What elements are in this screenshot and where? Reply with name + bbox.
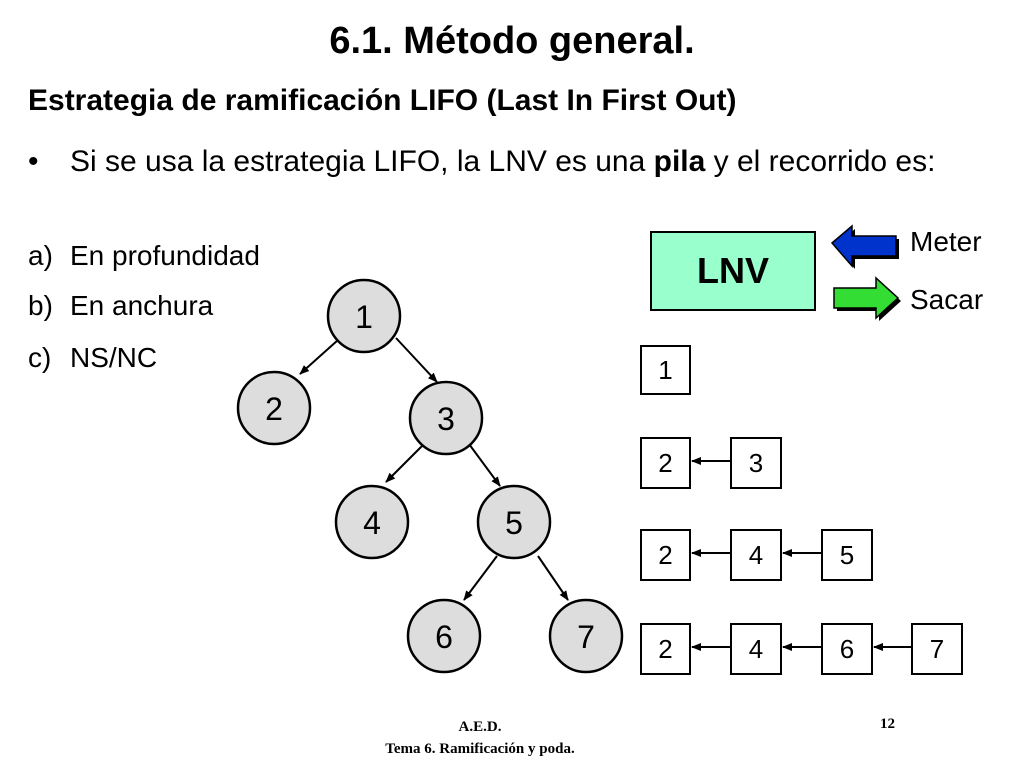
stack-cell: [640, 437, 691, 489]
tree-node-label: 2: [265, 391, 283, 427]
stack-cell: [821, 623, 873, 675]
stack-cell-label: 2: [658, 634, 672, 664]
stack-cell-label: 5: [840, 540, 854, 570]
stack-cell: [821, 529, 873, 581]
option-marker: b): [28, 290, 53, 321]
stack-state-row: 2 4 6 7: [640, 623, 963, 675]
footer-course: A.E.D.: [458, 719, 502, 735]
tree-node-label: 6: [435, 619, 453, 655]
bullet-text-end: y el recorrido es:: [705, 145, 936, 178]
bullet-text-start: Si se usa la estrategia LIFO, la LNV es …: [70, 145, 654, 178]
stack-cell: [911, 623, 963, 675]
bullet-marker: •: [28, 145, 39, 178]
tree-edge: [299, 339, 339, 375]
option-marker: c): [28, 342, 52, 373]
stack-cell: [730, 437, 782, 489]
stack-cell-label: 7: [930, 634, 944, 664]
stack-cell-label: 1: [658, 355, 672, 385]
tree-node-label: 3: [437, 401, 455, 437]
tree-edge: [395, 337, 438, 383]
stack-cell-label: 4: [749, 540, 763, 570]
stack-cell-label: 3: [749, 448, 763, 478]
tree-node-2: 2: [236, 370, 312, 446]
footer: A.E.D. Tema 6. Ramificación y poda.: [300, 716, 660, 760]
tree-node-5: 5: [476, 484, 552, 560]
stack-state-row: 1: [640, 345, 691, 395]
tree-node-4: 4: [334, 484, 410, 560]
tree-node-3: 3: [408, 380, 484, 456]
tree-node-1: 1: [326, 278, 402, 354]
footer-topic: Tema 6. Ramificación y poda.: [385, 741, 575, 757]
stack-states: 1 2 3 2 4 5 2 4 6: [640, 345, 963, 675]
option-marker: a): [28, 240, 53, 271]
stack-cell: [730, 529, 782, 581]
stack-cell-label: 6: [840, 634, 854, 664]
option-label: En profundidad: [70, 240, 260, 271]
option-label: NS/NC: [70, 342, 158, 373]
tree-node-label: 1: [355, 299, 373, 335]
stack-cell: [640, 623, 691, 675]
stack-cell-label: 2: [658, 448, 672, 478]
tree-edge: [468, 443, 501, 487]
tree-node-label: 7: [577, 619, 595, 655]
stack-state-row: 2 4 5: [640, 529, 873, 581]
tree-node-6: 6: [406, 598, 482, 674]
stack-cell: [640, 345, 691, 395]
stack-cell-label: 4: [749, 634, 763, 664]
page-number: 12: [880, 716, 895, 732]
stack-state-row: 2 3: [640, 437, 782, 489]
lnv-label: LNV: [697, 250, 769, 291]
stack-cell-label: 2: [658, 540, 672, 570]
pop-arrow-icon: [833, 276, 901, 321]
bullet-text: Si se usa la estrategia LIFO, la LNV es …: [70, 142, 970, 182]
lnv-box: LNV: [650, 231, 816, 311]
slide-subtitle: Estrategia de ramificación LIFO (Last In…: [28, 84, 737, 117]
tree-edge: [463, 555, 498, 601]
tree-edge: [385, 443, 425, 483]
push-arrow-icon: [830, 224, 899, 269]
tree-node-7: 7: [548, 598, 624, 674]
slide-title: 6.1. Método general.: [329, 20, 695, 62]
tree-node-label: 5: [505, 505, 523, 541]
bullet-text-bold: pila: [653, 145, 706, 178]
tree-node-label: 4: [363, 505, 381, 541]
stack-cell: [730, 623, 782, 675]
push-label: Meter: [910, 226, 982, 257]
tree-edge: [537, 555, 569, 601]
tree-edges: [299, 337, 569, 601]
stack-cell: [640, 529, 691, 581]
pop-label: Sacar: [910, 284, 984, 315]
option-label: En anchura: [70, 290, 214, 321]
